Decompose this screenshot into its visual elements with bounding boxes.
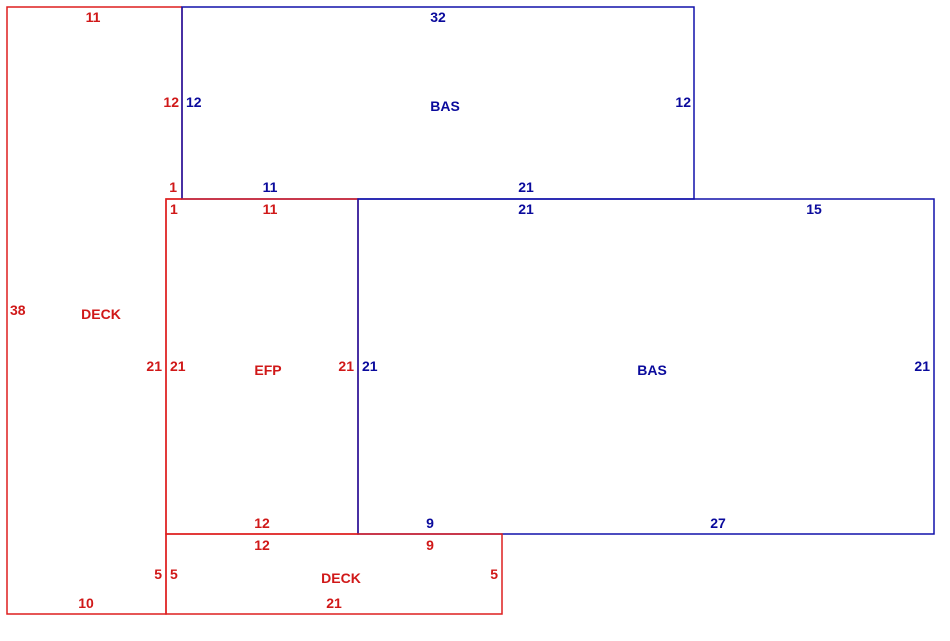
area-bas-main: BAS 21 15 21 21 9 27	[357, 198, 935, 535]
deck-left-label: DECK	[81, 306, 121, 322]
deck-bottom-dim-right: 5	[490, 566, 498, 582]
deck-bottom-dim-left: 5	[170, 566, 178, 582]
deck-bottom-dim-top-left: 12	[254, 537, 270, 553]
area-deck-left: DECK 11 12 1 21 5 10 38	[6, 6, 183, 615]
bas-main-dim-top-right: 15	[806, 201, 822, 217]
deck-bottom-dim-bottom: 21	[326, 595, 342, 611]
deck-bottom-label: DECK	[321, 570, 361, 586]
area-deck-bottom: DECK 12 9 5 5 21	[165, 533, 503, 615]
bas-main-label: BAS	[637, 362, 667, 378]
efp-dim-left: 21	[170, 358, 186, 374]
bas-top-dim-left: 12	[186, 94, 202, 110]
bas-main-outline	[357, 198, 935, 535]
bas-main-dim-top-left: 21	[518, 201, 534, 217]
bas-top-dim-bottom-right: 21	[518, 179, 534, 195]
deck-bottom-dim-top-right: 9	[426, 537, 434, 553]
deck-left-dim-bottom: 10	[78, 595, 94, 611]
efp-dim-top: 11	[263, 201, 278, 217]
efp-label: EFP	[254, 362, 281, 378]
bas-top-dim-bottom-left: 11	[263, 179, 278, 195]
bas-main-dim-right: 21	[914, 358, 930, 374]
deck-left-dim-top: 11	[86, 9, 101, 25]
deck-left-dim-upper-right: 12	[163, 94, 179, 110]
bas-top-dim-right: 12	[675, 94, 691, 110]
deck-left-dim-left: 38	[10, 302, 26, 318]
efp-dim-bottom: 12	[254, 515, 270, 531]
efp-dim-step: 1	[170, 201, 178, 217]
area-efp: EFP 1 11 21 21 12	[165, 198, 359, 535]
deck-left-dim-step: 1	[169, 179, 177, 195]
bas-top-label: BAS	[430, 98, 460, 114]
deck-bottom-outline	[165, 533, 503, 615]
deck-left-dim-lower-right: 5	[154, 566, 162, 582]
bas-top-dim-top: 32	[430, 9, 446, 25]
area-bas-top: BAS 32 12 12 11 21	[181, 6, 695, 200]
bas-main-dim-bottom-right: 27	[710, 515, 726, 531]
efp-dim-right: 21	[338, 358, 354, 374]
deck-left-dim-right: 21	[146, 358, 162, 374]
bas-main-dim-left: 21	[362, 358, 378, 374]
bas-main-dim-bottom-left: 9	[426, 515, 434, 531]
